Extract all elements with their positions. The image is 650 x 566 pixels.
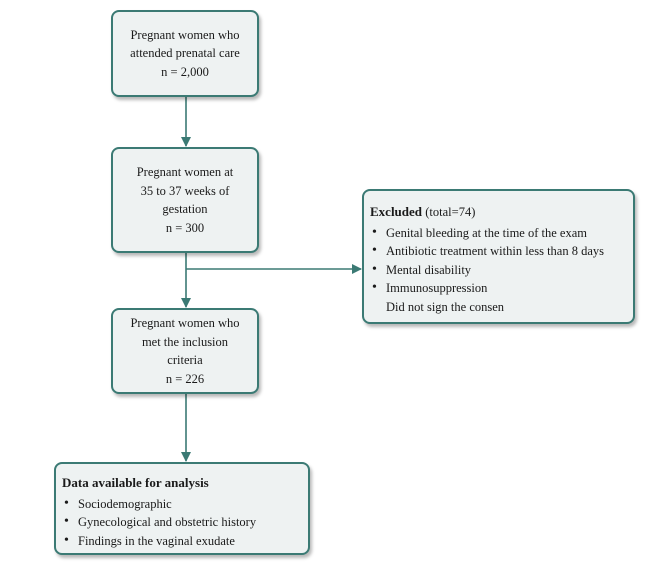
list-item: Gynecological and obstetric history: [62, 513, 298, 532]
box-line: n = 2,000: [161, 64, 209, 79]
excluded-total: (total=74): [425, 205, 476, 219]
box-line: Pregnant women who: [130, 316, 240, 330]
list-item: Mental disability: [370, 261, 623, 280]
box-line: n = 300: [165, 220, 205, 235]
list-item: Findings in the vaginal exudate: [62, 532, 298, 551]
box-line: Pregnant women at: [136, 165, 234, 179]
box-data-analysis: Data available for analysis Sociodemogra…: [54, 462, 310, 555]
list-item: Genital bleeding at the time of the exam: [370, 224, 623, 243]
box-attended-prenatal: Pregnant women who attended prenatal car…: [111, 10, 259, 97]
box-line: met the inclusion: [141, 334, 229, 349]
box-inclusion-criteria: Pregnant women who met the inclusion cri…: [111, 308, 259, 394]
box-line: criteria: [167, 353, 203, 367]
analysis-list: Sociodemographic Gynecological and obste…: [62, 495, 298, 551]
box-excluded: Excluded (total=74) Genital bleeding at …: [362, 189, 635, 324]
box-line: 35 to 37 weeks of: [140, 183, 230, 198]
analysis-title: Data available for analysis: [62, 475, 209, 490]
box-line: attended prenatal care: [130, 46, 240, 61]
excluded-list: Genital bleeding at the time of the exam…: [370, 224, 623, 317]
box-35-37-weeks: Pregnant women at 35 to 37 weeks of gest…: [111, 147, 259, 253]
excluded-title: Excluded (total=74): [370, 203, 623, 222]
list-item: Antibiotic treatment within less than 8 …: [370, 242, 623, 261]
list-item: Did not sign the consen: [386, 299, 505, 314]
list-item: Sociodemographic: [62, 495, 298, 514]
excluded-title-text: Excluded: [370, 204, 423, 219]
box-line: n = 226: [165, 371, 205, 386]
box-line: Pregnant women who: [130, 27, 240, 42]
list-item: Immunosuppression: [370, 279, 623, 298]
box-line: gestation: [162, 202, 208, 216]
